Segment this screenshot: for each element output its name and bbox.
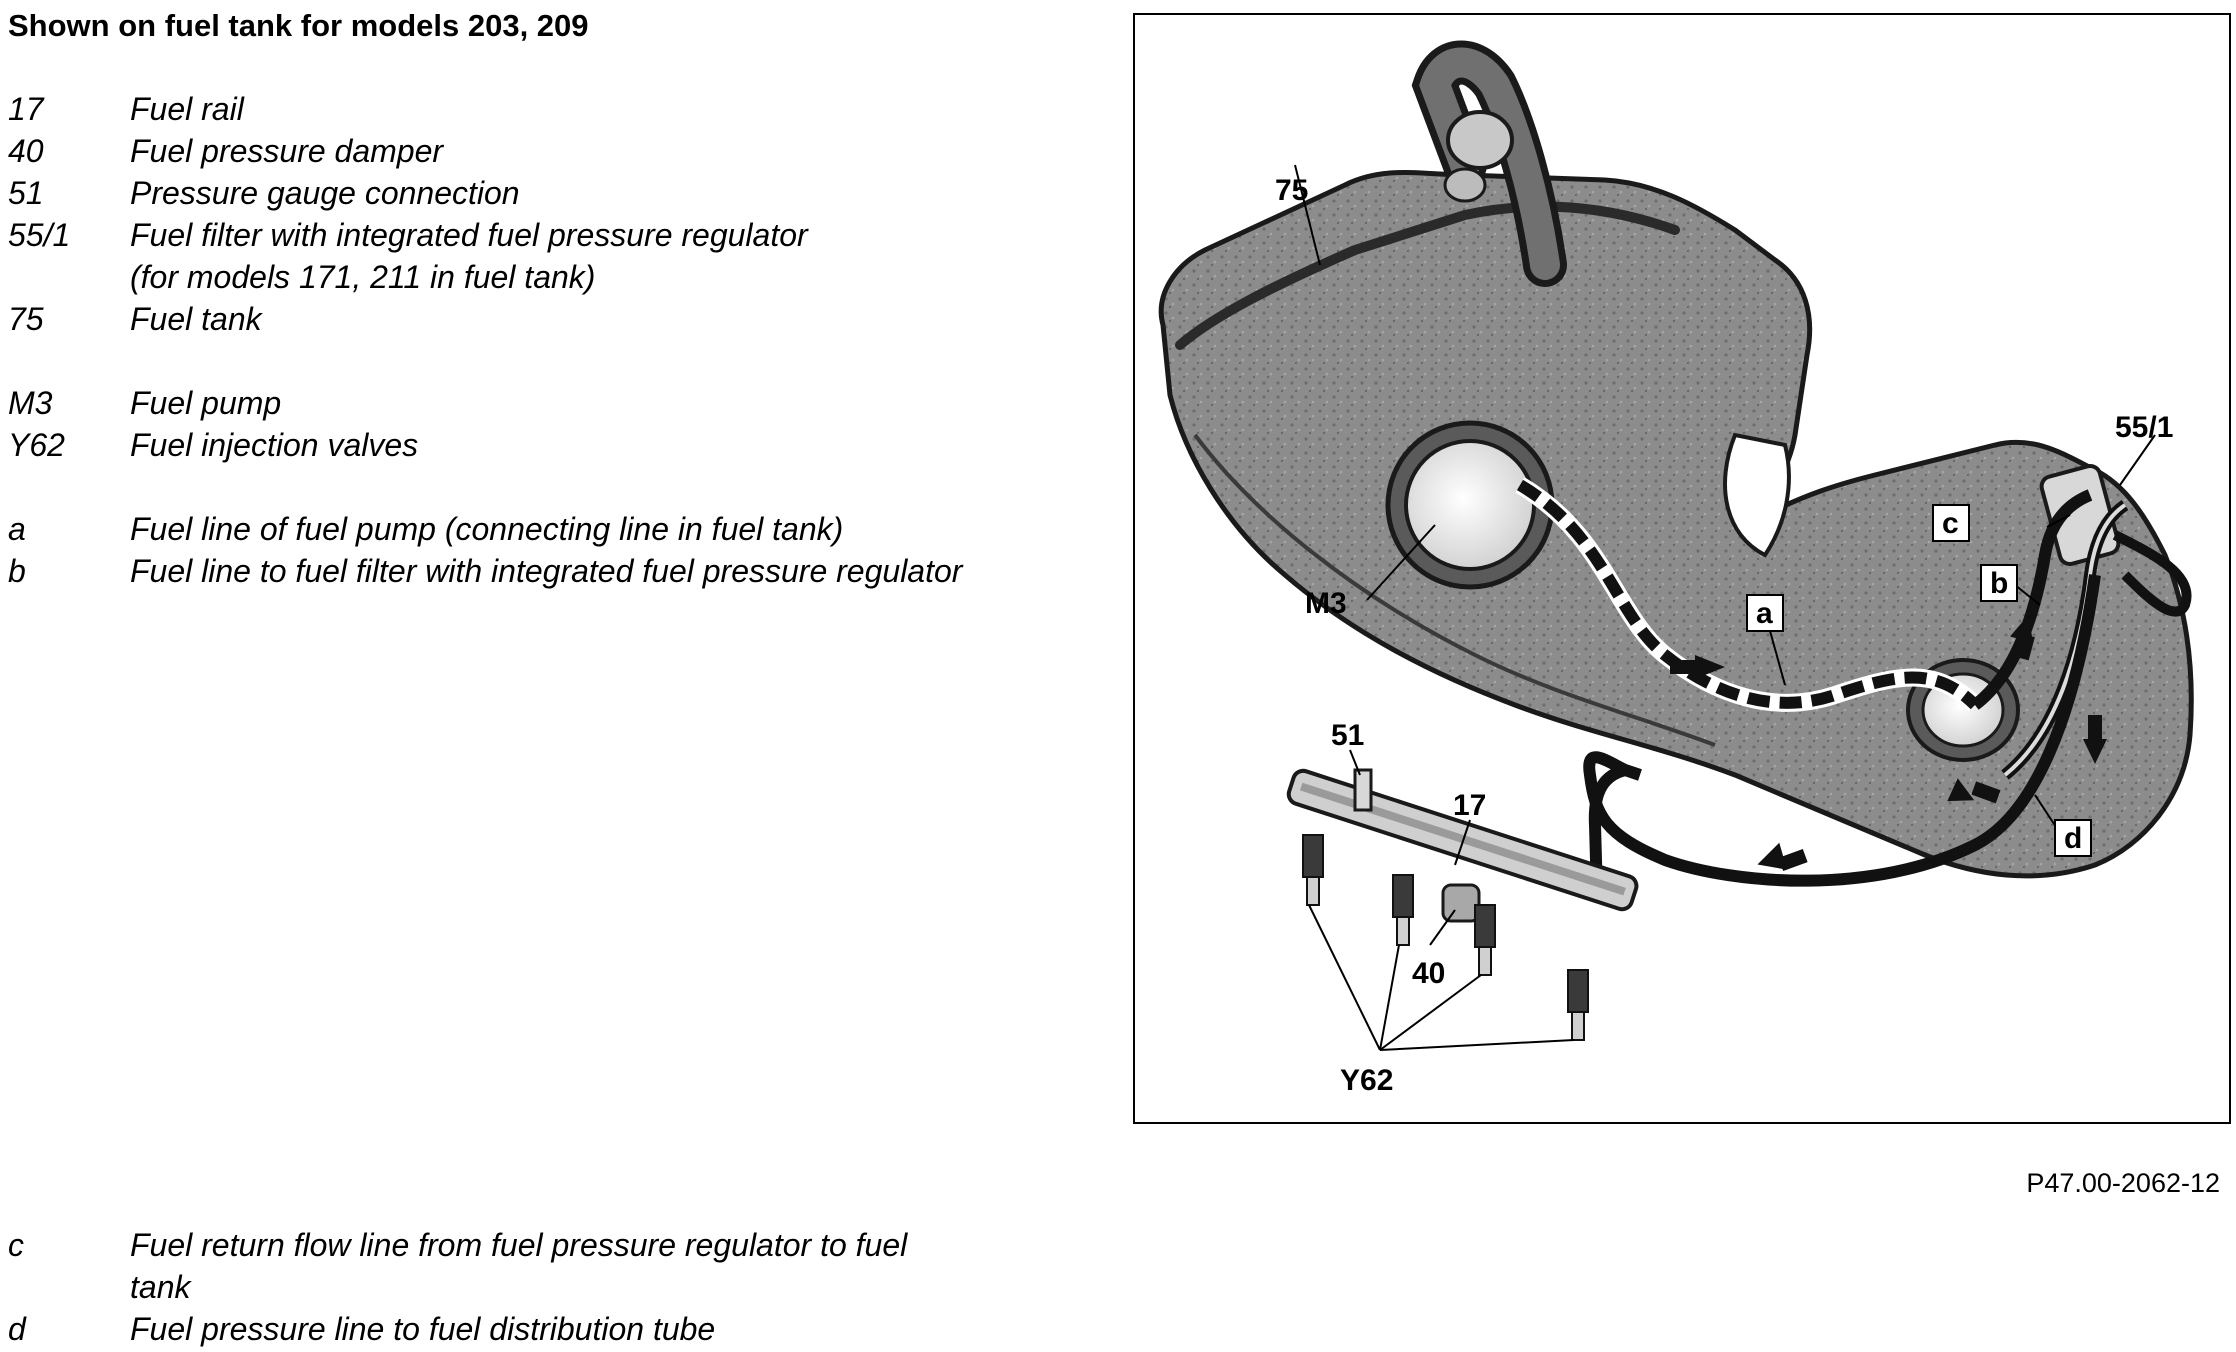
legend-key: a [8,511,26,547]
tank-seam [1175,201,1680,350]
legend-key: 55/1 [8,217,71,253]
legend-key: M3 [8,385,53,421]
legend-text: Fuel filter with integrated fuel pressur… [130,214,1048,298]
legend-text-line: Fuel return flow line from fuel pressure… [130,1227,908,1263]
callout-17: 17 [1453,789,1486,822]
legend-key: d [8,1311,26,1347]
legend-spacer [8,466,1048,508]
legend-text: Fuel pressure line to fuel distribution … [130,1311,716,1347]
legend-text: Fuel line of fuel pump (connecting line … [130,511,844,547]
legend-list-continued: c Fuel return flow line from fuel pressur… [8,1224,1048,1350]
callout-y62: Y62 [1340,1064,1393,1097]
filler-cap [1446,110,1514,170]
legend-item: 51 Pressure gauge connection [8,172,1048,214]
legend-item: Y62 Fuel injection valves [8,424,1048,466]
flow-arrow-icon [1947,778,1975,802]
callout-box [1746,594,1784,632]
flow-arrow-icon [1695,655,1725,679]
legend-text-line: (for models 171, 211 in fuel tank) [130,259,596,295]
callout-box [1980,564,2018,602]
callout-75: 75 [1275,174,1308,207]
flow-arrow-icon [1971,781,2001,804]
filler-neck-highlight [1419,47,1560,280]
callout-box [2054,819,2092,857]
legend-text: Fuel rail [130,91,244,127]
legend-text: Fuel pressure damper [130,133,444,169]
legend-item: M3 Fuel pump [8,382,1048,424]
flow-arrow-icon [2083,739,2107,764]
legend-item: 55/1 Fuel filter with integrated fuel pre… [8,214,1048,298]
legend-item: 40 Fuel pressure damper [8,130,1048,172]
fuel-line-a [1516,479,1980,710]
pressure-gauge-connection [1353,768,1373,812]
fuel-line-d-to-rail [1588,764,1627,896]
tank-seam [1193,433,1716,747]
legend-key: Y62 [8,427,65,463]
diagram-frame: 75 55/1 M3 a b c d 51 17 40 Y62 [1133,13,2231,1124]
figure-reference: P47.00-2062-12 [2026,1168,2220,1198]
legend-text-line: Fuel filter with integrated fuel pressur… [130,217,808,253]
callout-40: 40 [1412,957,1445,990]
page-title: Shown on fuel tank for models 203, 209 [8,8,589,43]
callout-b: b [1990,567,2008,600]
legend-key: c [8,1227,24,1263]
legend-key: 40 [8,133,44,169]
legend-text: Fuel pump [130,385,282,421]
legend-text: Fuel line to fuel filter with integrated… [130,553,963,589]
flow-arrow-icon [1757,842,1788,870]
fuel-system-diagram: 75 55/1 M3 a b c d 51 17 40 Y62 [1158,40,2194,1097]
fuel-line-b [1971,489,2093,710]
callout-c: c [1942,507,1959,540]
legend-item: 75 Fuel tank [8,298,1048,340]
fuel-injector [1302,834,1324,906]
legend-item: c Fuel return flow line from fuel pressur… [8,1224,1048,1308]
legend-text: Fuel tank [130,301,262,337]
flow-arrow-icon [2088,715,2102,741]
legend-key: b [8,553,26,589]
legend-item: a Fuel line of fuel pump (connecting line… [8,508,1048,550]
callout-51: 51 [1331,719,1364,752]
fuel-pump-cover [1404,439,1536,571]
leader-lines [1294,164,2156,1051]
legend-list: 17 Fuel rail 40 Fuel pressure damper 51 Pre… [8,88,1048,592]
flow-arrow-icon [1778,848,1808,872]
legend-item: d Fuel pressure line to fuel distribution… [8,1308,1048,1350]
tank-cutout [1723,432,1791,558]
callout-55-1: 55/1 [2115,411,2173,444]
legend-text-line: tank [130,1269,191,1305]
filler-cap [1443,167,1487,203]
callout-a: a [1756,597,1773,630]
legend-item: 17 Fuel rail [8,88,1048,130]
callout-m3: M3 [1305,587,1347,620]
legend-key: 75 [8,301,44,337]
legend-item: b Fuel line to fuel filter with integrate… [8,550,1048,592]
fuel-injector [1474,904,1496,976]
legend-key: 17 [8,91,44,127]
callout-box [1932,504,1970,542]
flow-arrow-icon [1670,660,1698,674]
legend-spacer [8,340,1048,382]
legend-key: 51 [8,175,44,211]
legend-text: Fuel return flow line from fuel pressure… [130,1224,1048,1308]
flow-arrow-icon [2015,633,2035,661]
fuel-injector [1392,874,1414,946]
callout-d: d [2064,822,2082,855]
fuel-pressure-damper [1441,883,1481,923]
fuel-line-d [1583,574,2101,887]
fuel-return-loop [2112,530,2192,617]
legend-text: Pressure gauge connection [130,175,520,211]
legend-text: Fuel injection valves [130,427,419,463]
fuel-injector [1567,969,1589,1041]
